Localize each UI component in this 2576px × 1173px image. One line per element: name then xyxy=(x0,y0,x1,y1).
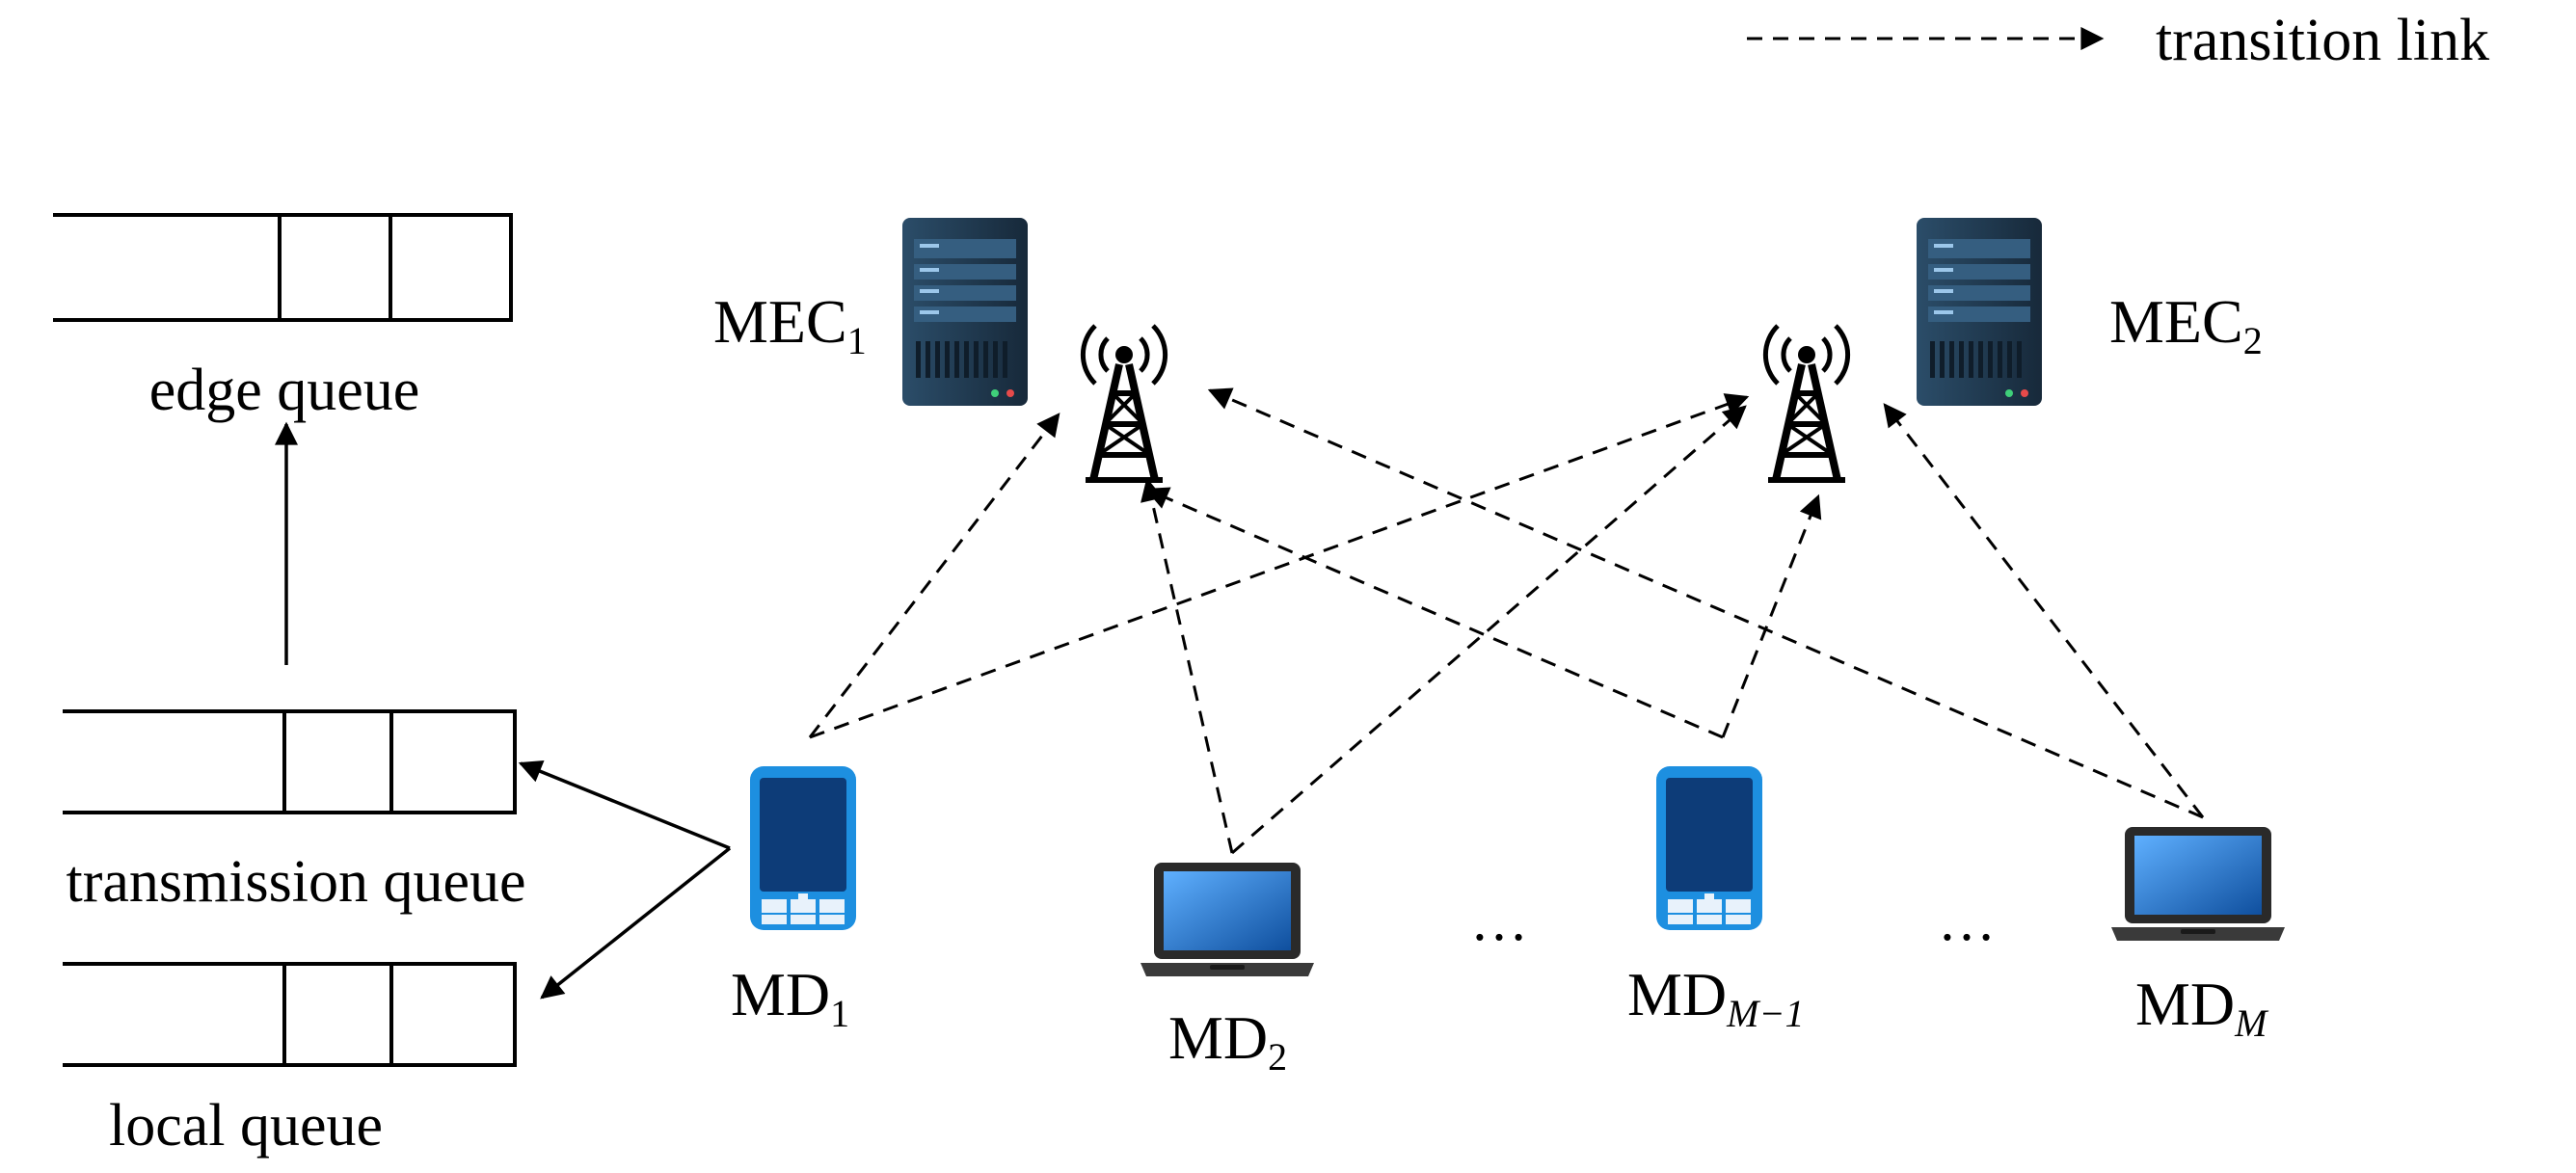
link-md2-bs1 xyxy=(1140,477,1234,854)
legend-label: transition link xyxy=(2156,8,2489,73)
laptop-icon-md2 xyxy=(1140,863,1314,976)
mec1-label: MEC1 xyxy=(713,287,867,362)
link-mdm-bs1 xyxy=(1207,387,2204,819)
link-mdm1-bs2 xyxy=(1721,493,1822,738)
md1-to-transmission-arrow xyxy=(518,760,731,850)
link-md1-bs1 xyxy=(808,413,1060,738)
ellipsis-1: … xyxy=(1470,889,1528,952)
mdm-label: MDM xyxy=(2135,970,2269,1045)
transition-links xyxy=(808,387,2205,855)
link-mdm-bs2 xyxy=(1883,403,2205,818)
laptop-icon-mdm xyxy=(2111,827,2285,941)
ellipsis-2: … xyxy=(1938,889,1996,952)
mdm1-label: MDM−1 xyxy=(1627,960,1804,1035)
local-queue-label: local queue xyxy=(109,1093,383,1159)
base-station-2-icon xyxy=(1765,326,1847,480)
transmission-queue-label: transmission queue xyxy=(67,849,526,915)
server-icon-mec2 xyxy=(1917,218,2042,406)
server-icon-mec1 xyxy=(902,218,1028,406)
phone-icon-mdm1 xyxy=(1656,766,1762,930)
base-station-1-icon xyxy=(1083,326,1165,480)
transmission-queue: transmission queue xyxy=(63,709,526,915)
edge-queue-label: edge queue xyxy=(149,358,420,423)
legend: transition link xyxy=(1747,8,2489,73)
md2-label: MD2 xyxy=(1168,1003,1287,1079)
local-queue: local queue xyxy=(63,962,517,1159)
md1-label: MD1 xyxy=(731,960,849,1035)
link-md2-bs2 xyxy=(1231,405,1747,855)
phone-icon-md1 xyxy=(750,766,856,930)
link-md1-bs2 xyxy=(809,393,1750,739)
link-mdm1-bs1 xyxy=(1144,487,1724,739)
edge-queue: edge queue xyxy=(53,213,513,423)
mec2-label: MEC2 xyxy=(2109,287,2263,362)
md1-to-local-arrow xyxy=(540,846,732,1000)
